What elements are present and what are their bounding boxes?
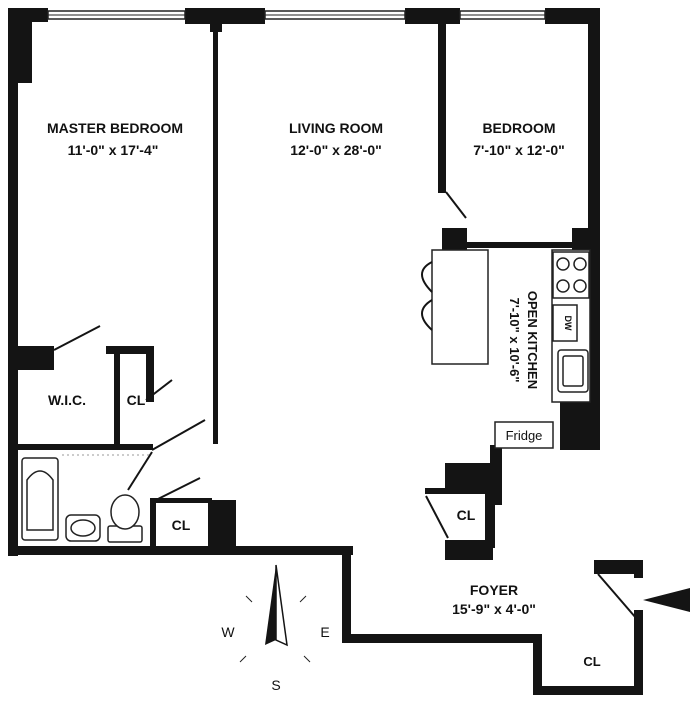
cl-living-label: CL — [457, 507, 476, 523]
master-bedroom-name: MASTER BEDROOM — [47, 120, 183, 136]
entry-arrow-icon — [643, 588, 690, 612]
exterior-walls — [8, 8, 643, 695]
foyer-name: FOYER — [470, 582, 518, 598]
compass-east: E — [320, 624, 329, 640]
doors — [53, 191, 637, 619]
interior-walls — [18, 8, 592, 550]
compass-west: W — [221, 624, 235, 640]
cl-master-label: CL — [127, 392, 146, 408]
bedroom-dims: 7'-10" x 12'-0" — [473, 142, 565, 158]
open-kitchen-name: OPEN KITCHEN — [525, 291, 540, 389]
foyer-dims: 15'-9" x 4'-0" — [452, 601, 536, 617]
living-room-name: LIVING ROOM — [289, 120, 383, 136]
compass-south: S — [271, 677, 280, 693]
windows — [47, 10, 546, 20]
cl-bath-label: CL — [172, 517, 191, 533]
bathroom-fixtures — [21, 454, 150, 543]
compass-icon — [239, 564, 311, 663]
bedroom-name: BEDROOM — [482, 120, 555, 136]
cl-foyer-label: CL — [583, 654, 600, 669]
living-room-dims: 12'-0" x 28'-0" — [290, 142, 382, 158]
master-bedroom-dims: 11'-0" x 17'-4" — [68, 142, 159, 158]
wic-label: W.I.C. — [48, 392, 86, 408]
fridge-label: Fridge — [506, 428, 543, 443]
dishwasher-label: DW — [563, 316, 573, 331]
kitchen-fixtures — [421, 249, 591, 449]
open-kitchen-dims: 7'-10" x 10'-6" — [507, 297, 522, 382]
